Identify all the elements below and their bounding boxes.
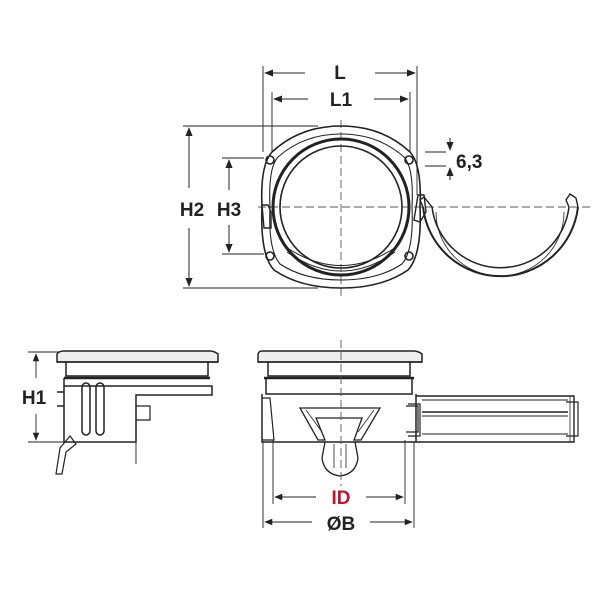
top-view bbox=[258, 120, 590, 300]
front-right-latch bbox=[406, 405, 419, 433]
side-slot-1 bbox=[81, 382, 91, 436]
label-thickness: 6,3 bbox=[456, 152, 482, 173]
side-collar bbox=[65, 362, 209, 377]
left-latch bbox=[261, 204, 272, 229]
front-clip-inner bbox=[305, 409, 375, 433]
side-slot-2 bbox=[95, 382, 105, 436]
screw-hole-top-right bbox=[404, 155, 414, 165]
screw-hole-bottom-left bbox=[265, 251, 275, 261]
shell-end-right bbox=[565, 193, 579, 208]
front-upper-band bbox=[265, 378, 413, 395]
front-dimensions bbox=[262, 440, 415, 528]
hinged-shell-mid bbox=[435, 211, 565, 277]
side-clip bbox=[55, 435, 77, 475]
label-H2: H2 bbox=[180, 200, 204, 221]
top-extension-lines bbox=[183, 66, 446, 289]
front-view bbox=[257, 350, 579, 477]
screw-hole-bottom-right bbox=[404, 251, 414, 261]
screw-hole-top-left bbox=[265, 155, 275, 165]
side-dimension bbox=[28, 351, 137, 464]
label-ID: ID bbox=[332, 488, 351, 509]
front-nozzle bbox=[321, 441, 359, 477]
top-dimension-arrows bbox=[185, 69, 454, 287]
label-L1: L1 bbox=[330, 90, 353, 111]
flange-outline bbox=[260, 125, 422, 289]
side-cap bbox=[56, 350, 219, 363]
opening-ring-inner bbox=[279, 145, 403, 269]
hinged-shell-inner bbox=[431, 206, 570, 269]
front-cap bbox=[257, 350, 423, 363]
opening-ring-outer bbox=[271, 137, 411, 277]
side-view bbox=[55, 350, 219, 475]
label-L: L bbox=[334, 63, 346, 84]
front-shell-right-end bbox=[566, 401, 579, 437]
front-shell-left-end bbox=[408, 403, 421, 437]
front-collar bbox=[267, 362, 411, 377]
front-clip bbox=[298, 407, 382, 441]
front-body bbox=[261, 394, 417, 443]
lower-seal-band bbox=[282, 244, 400, 266]
label-H1: H1 bbox=[22, 388, 47, 409]
shell-end-left bbox=[419, 196, 433, 208]
lower-seal-band-2 bbox=[286, 251, 396, 272]
right-latch bbox=[413, 194, 427, 223]
label-OB: ØB bbox=[327, 514, 356, 535]
front-shell bbox=[416, 395, 575, 443]
side-body bbox=[63, 378, 213, 443]
side-latch bbox=[136, 405, 151, 421]
front-left-latch bbox=[262, 397, 275, 441]
label-H3: H3 bbox=[217, 200, 241, 221]
flange-inner-outline bbox=[269, 133, 413, 281]
